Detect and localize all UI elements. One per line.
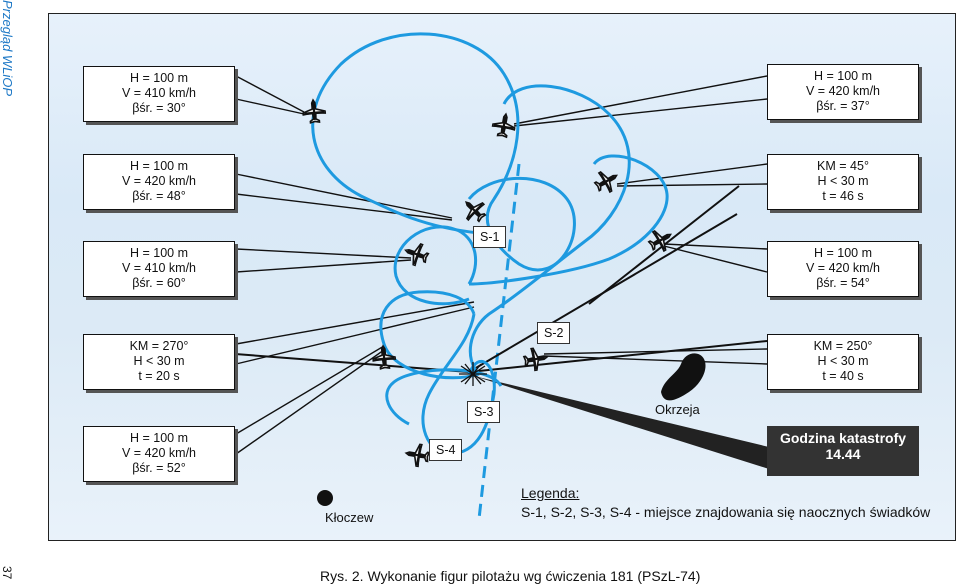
aircraft-icon-3 (457, 193, 492, 228)
witness-s2-label: S-2 (537, 322, 571, 344)
journal-title: Przegląd WLiOP (0, 0, 15, 97)
crash-time-box: Godzina katastrofy 14.44 (767, 426, 919, 476)
lake-icon (661, 353, 706, 401)
aircraft-icon-9 (402, 440, 432, 470)
leader-lines (208, 75, 768, 455)
aircraft-icon-2 (489, 110, 519, 140)
aircraft-icon-5 (590, 164, 624, 198)
figure-caption: Rys. 2. Wykonanie figur pilotażu wg ćwic… (320, 568, 701, 584)
town-marker-icon (317, 490, 333, 506)
crash-site-icon (459, 362, 487, 386)
okrzeja-label: Okrzeja (655, 402, 700, 417)
witness-s1-label: S-1 (473, 226, 507, 248)
witness-s3-label: S-3 (467, 401, 501, 423)
witness-s4-label: S-4 (429, 439, 463, 461)
legend-title: Legenda: (521, 485, 580, 501)
flight-diagram (208, 32, 769, 520)
aircraft-icon-1 (300, 97, 328, 125)
crash-wedge (474, 376, 769, 469)
page-number: 37 (0, 566, 14, 580)
aircraft-icon-8 (521, 344, 551, 374)
dashed-axis (477, 163, 521, 520)
kloczew-label: Kłoczew (325, 510, 374, 525)
legend-text: S-1, S-2, S-3, S-4 - miejsce znajdowania… (521, 504, 931, 520)
legend: Legenda: S-1, S-2, S-3, S-4 - miejsce zn… (521, 484, 930, 522)
